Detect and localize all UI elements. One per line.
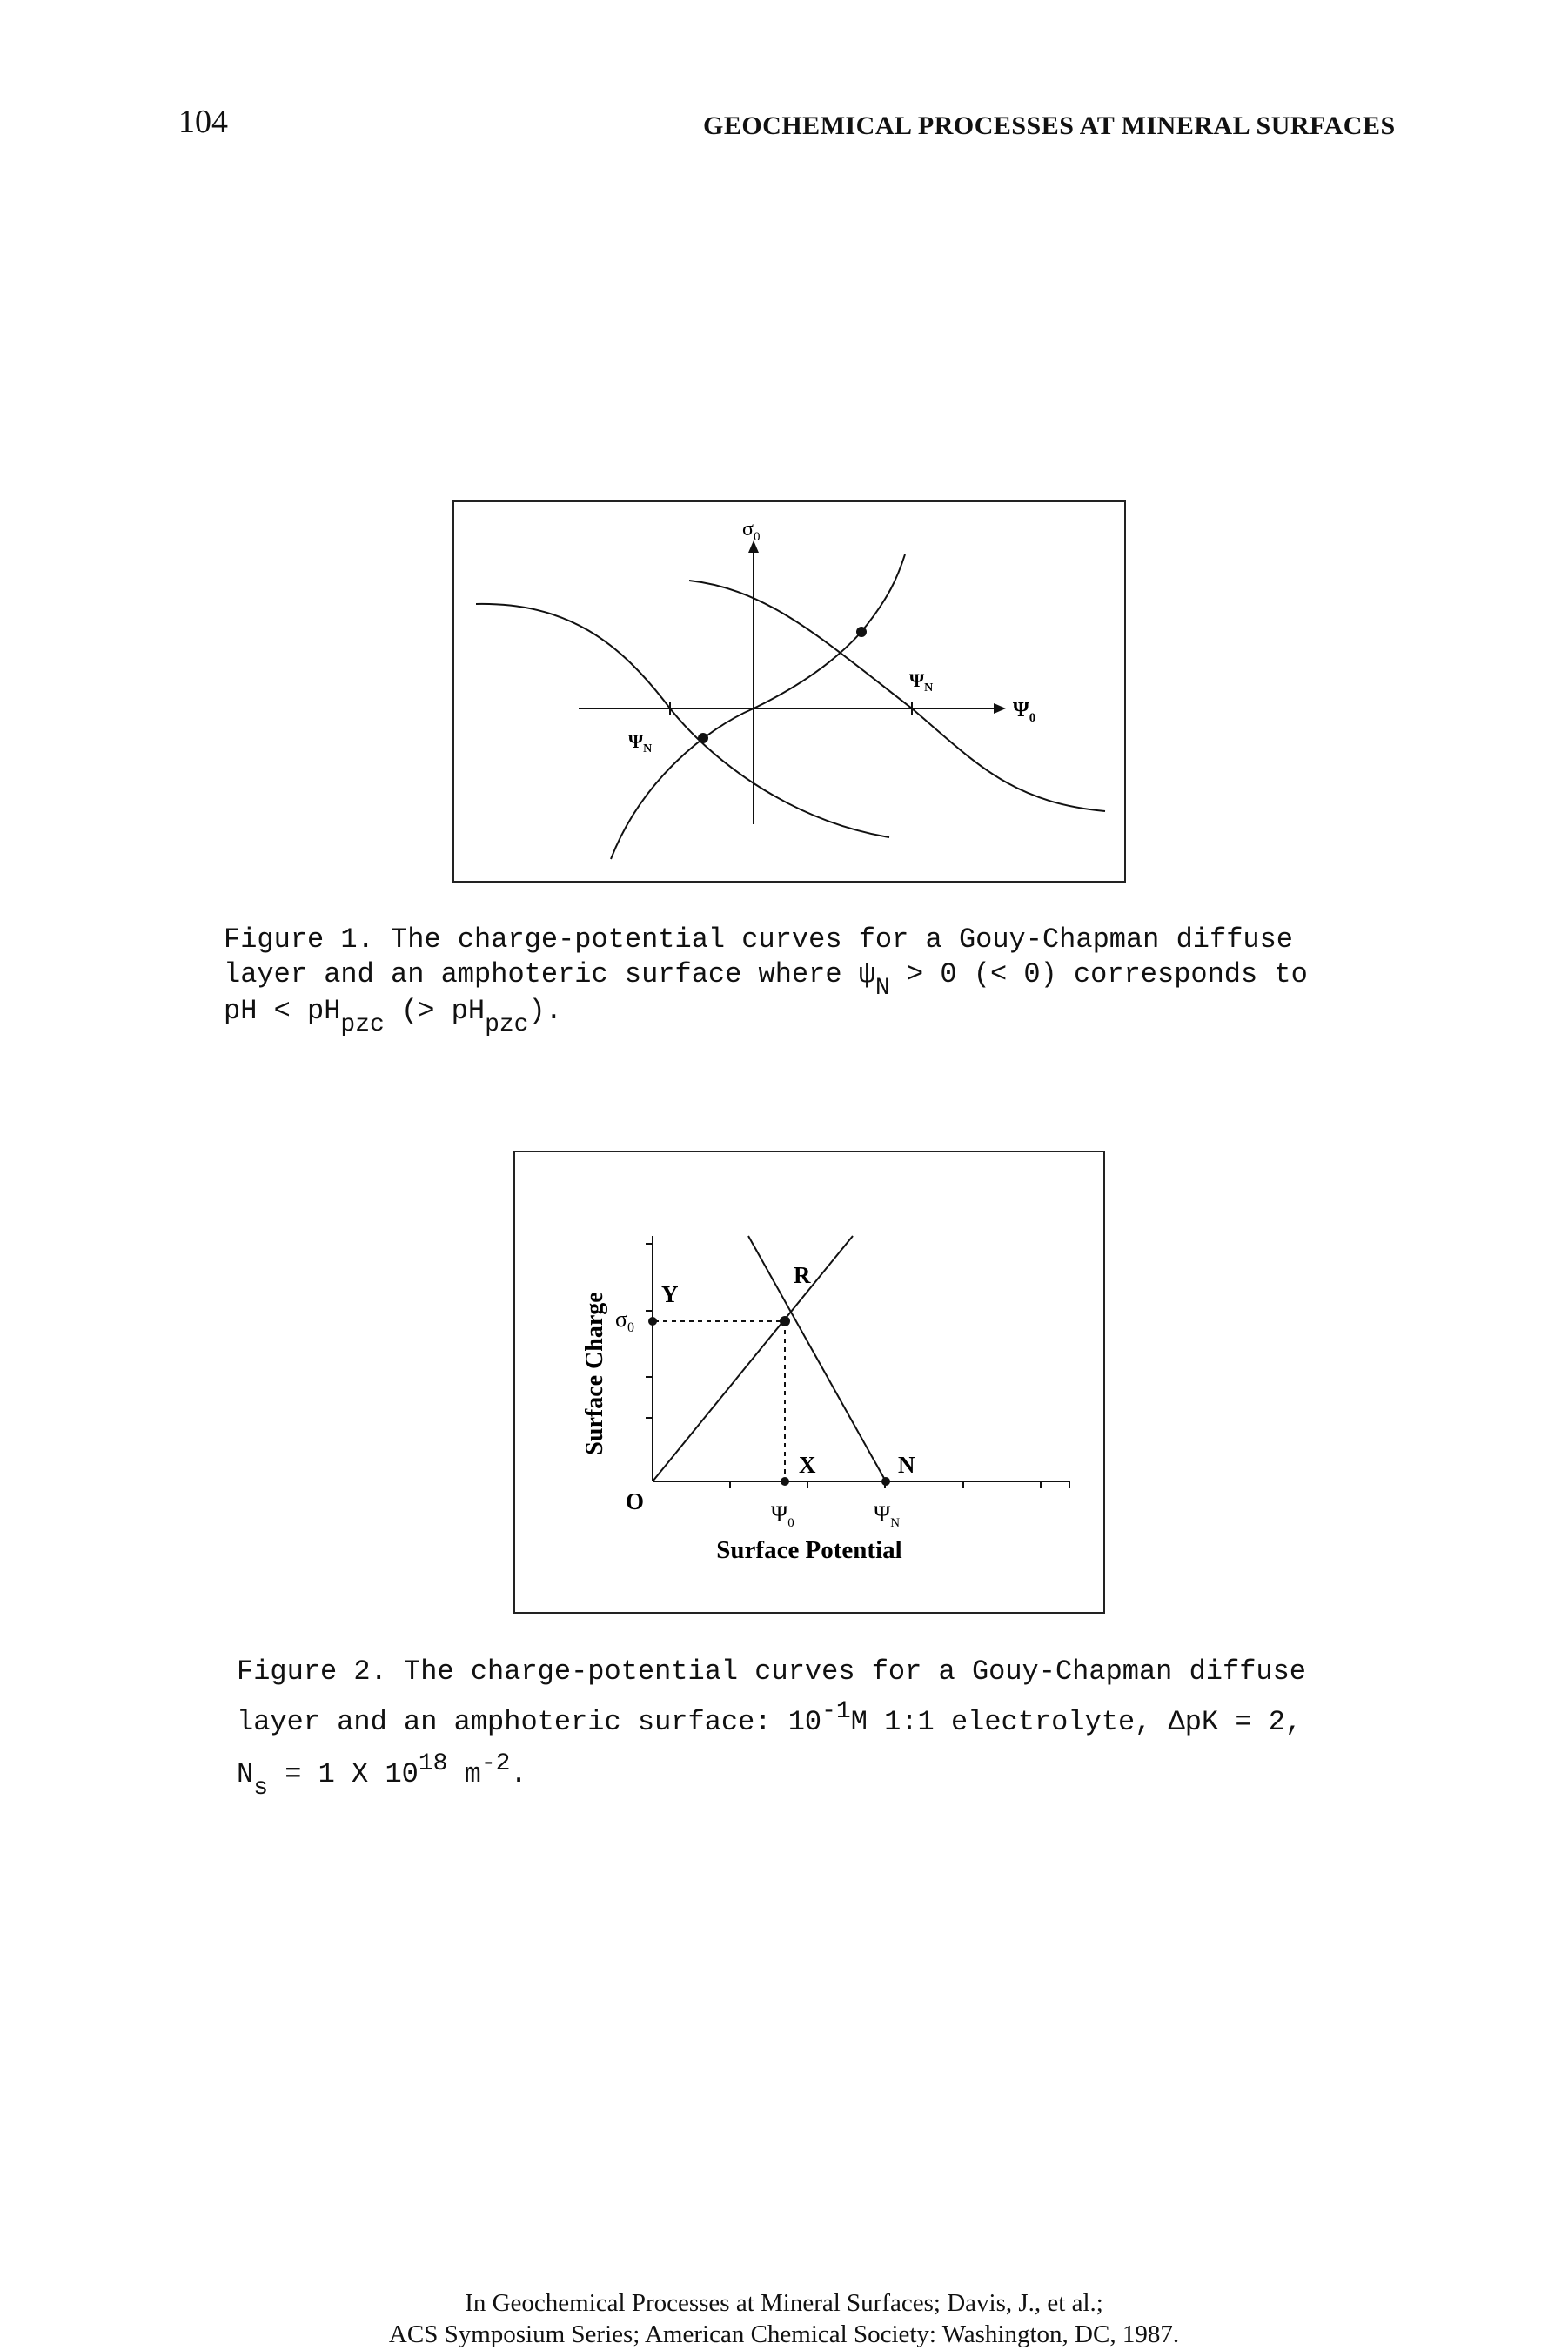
fig2-caption-line2: layer and an amphoteric surface: 10-1M 1… (237, 1698, 1303, 1738)
fig2-caption-line1: Figure 2. The charge-potential curves fo… (237, 1655, 1306, 1688)
fig2-origin-label: O (626, 1488, 644, 1514)
fig2-point-Y (648, 1317, 657, 1326)
fig1-psi-n-right-label: ΨN (909, 669, 933, 695)
figure-2: Surface Charge O σ0 Y R X N Ψ0 ΨN Surfac… (513, 1151, 1105, 1614)
fig2-y-axis-title: Surface Charge (581, 1292, 608, 1454)
figure-2-caption: Figure 2. The charge-potential curves fo… (237, 1647, 1306, 1802)
fig1-caption-line1: Figure 1. The charge-potential curves fo… (224, 923, 1293, 956)
footer-citation-line1: In Geochemical Processes at Mineral Surf… (465, 2289, 1103, 2317)
page-number: 104 (178, 104, 228, 140)
fig1-y-axis-label: σ0 (742, 518, 760, 544)
fig1-intersection-upper (856, 627, 867, 637)
fig1-x-axis-label: Ψ0 (1013, 699, 1035, 725)
fig2-label-Y: Y (661, 1281, 679, 1307)
fig1-surface-curve (610, 554, 906, 860)
figure-1-caption: Figure 1. The charge-potential curves fo… (224, 923, 1308, 1038)
fig2-diffuse-line (747, 1235, 887, 1482)
fig2-label-R: R (794, 1262, 811, 1288)
fig1-psi-n-left-label: ΨN (628, 730, 652, 755)
fig1-caption-line2: layer and an amphoteric surface where ψN… (224, 958, 1308, 1002)
fig2-caption-line3: Ns = 1 X 1018 m-2. (237, 1750, 527, 1802)
fig2-sigma-label: σ0 (615, 1306, 634, 1335)
fig1-intersection-lower (698, 733, 708, 743)
footer-citation-line2: ACS Symposium Series; American Chemical … (388, 2320, 1180, 2348)
fig2-psiN-label: ΨN (874, 1501, 900, 1530)
fig2-x-axis-title: Surface Potential (716, 1536, 901, 1564)
fig2-point-X (781, 1477, 789, 1486)
fig2-surface-line (652, 1235, 854, 1482)
fig1-y-arrow-icon (748, 540, 759, 553)
fig1-x-arrow-icon (994, 703, 1006, 714)
fig2-psi0-label: Ψ0 (771, 1501, 794, 1530)
fig2-point-R (780, 1316, 790, 1326)
figure-1: σ0 Ψ0 ΨN ΨN (452, 500, 1126, 883)
fig1-diffuse-curve-left (475, 602, 890, 838)
fig2-label-X: X (799, 1452, 816, 1478)
figure-2-diagram: Surface Charge O σ0 Y R X N Ψ0 ΨN Surfac… (581, 1235, 1070, 1564)
figure-1-diagram: σ0 Ψ0 ΨN ΨN (475, 518, 1106, 860)
fig1-caption-line3: pH < pHpzc (> pHpzc). (224, 995, 562, 1038)
fig2-label-N: N (898, 1452, 915, 1478)
fig2-point-N (881, 1477, 890, 1486)
fig1-diffuse-curve-right (688, 580, 1106, 812)
running-head: GEOCHEMICAL PROCESSES AT MINERAL SURFACE… (703, 111, 1396, 140)
